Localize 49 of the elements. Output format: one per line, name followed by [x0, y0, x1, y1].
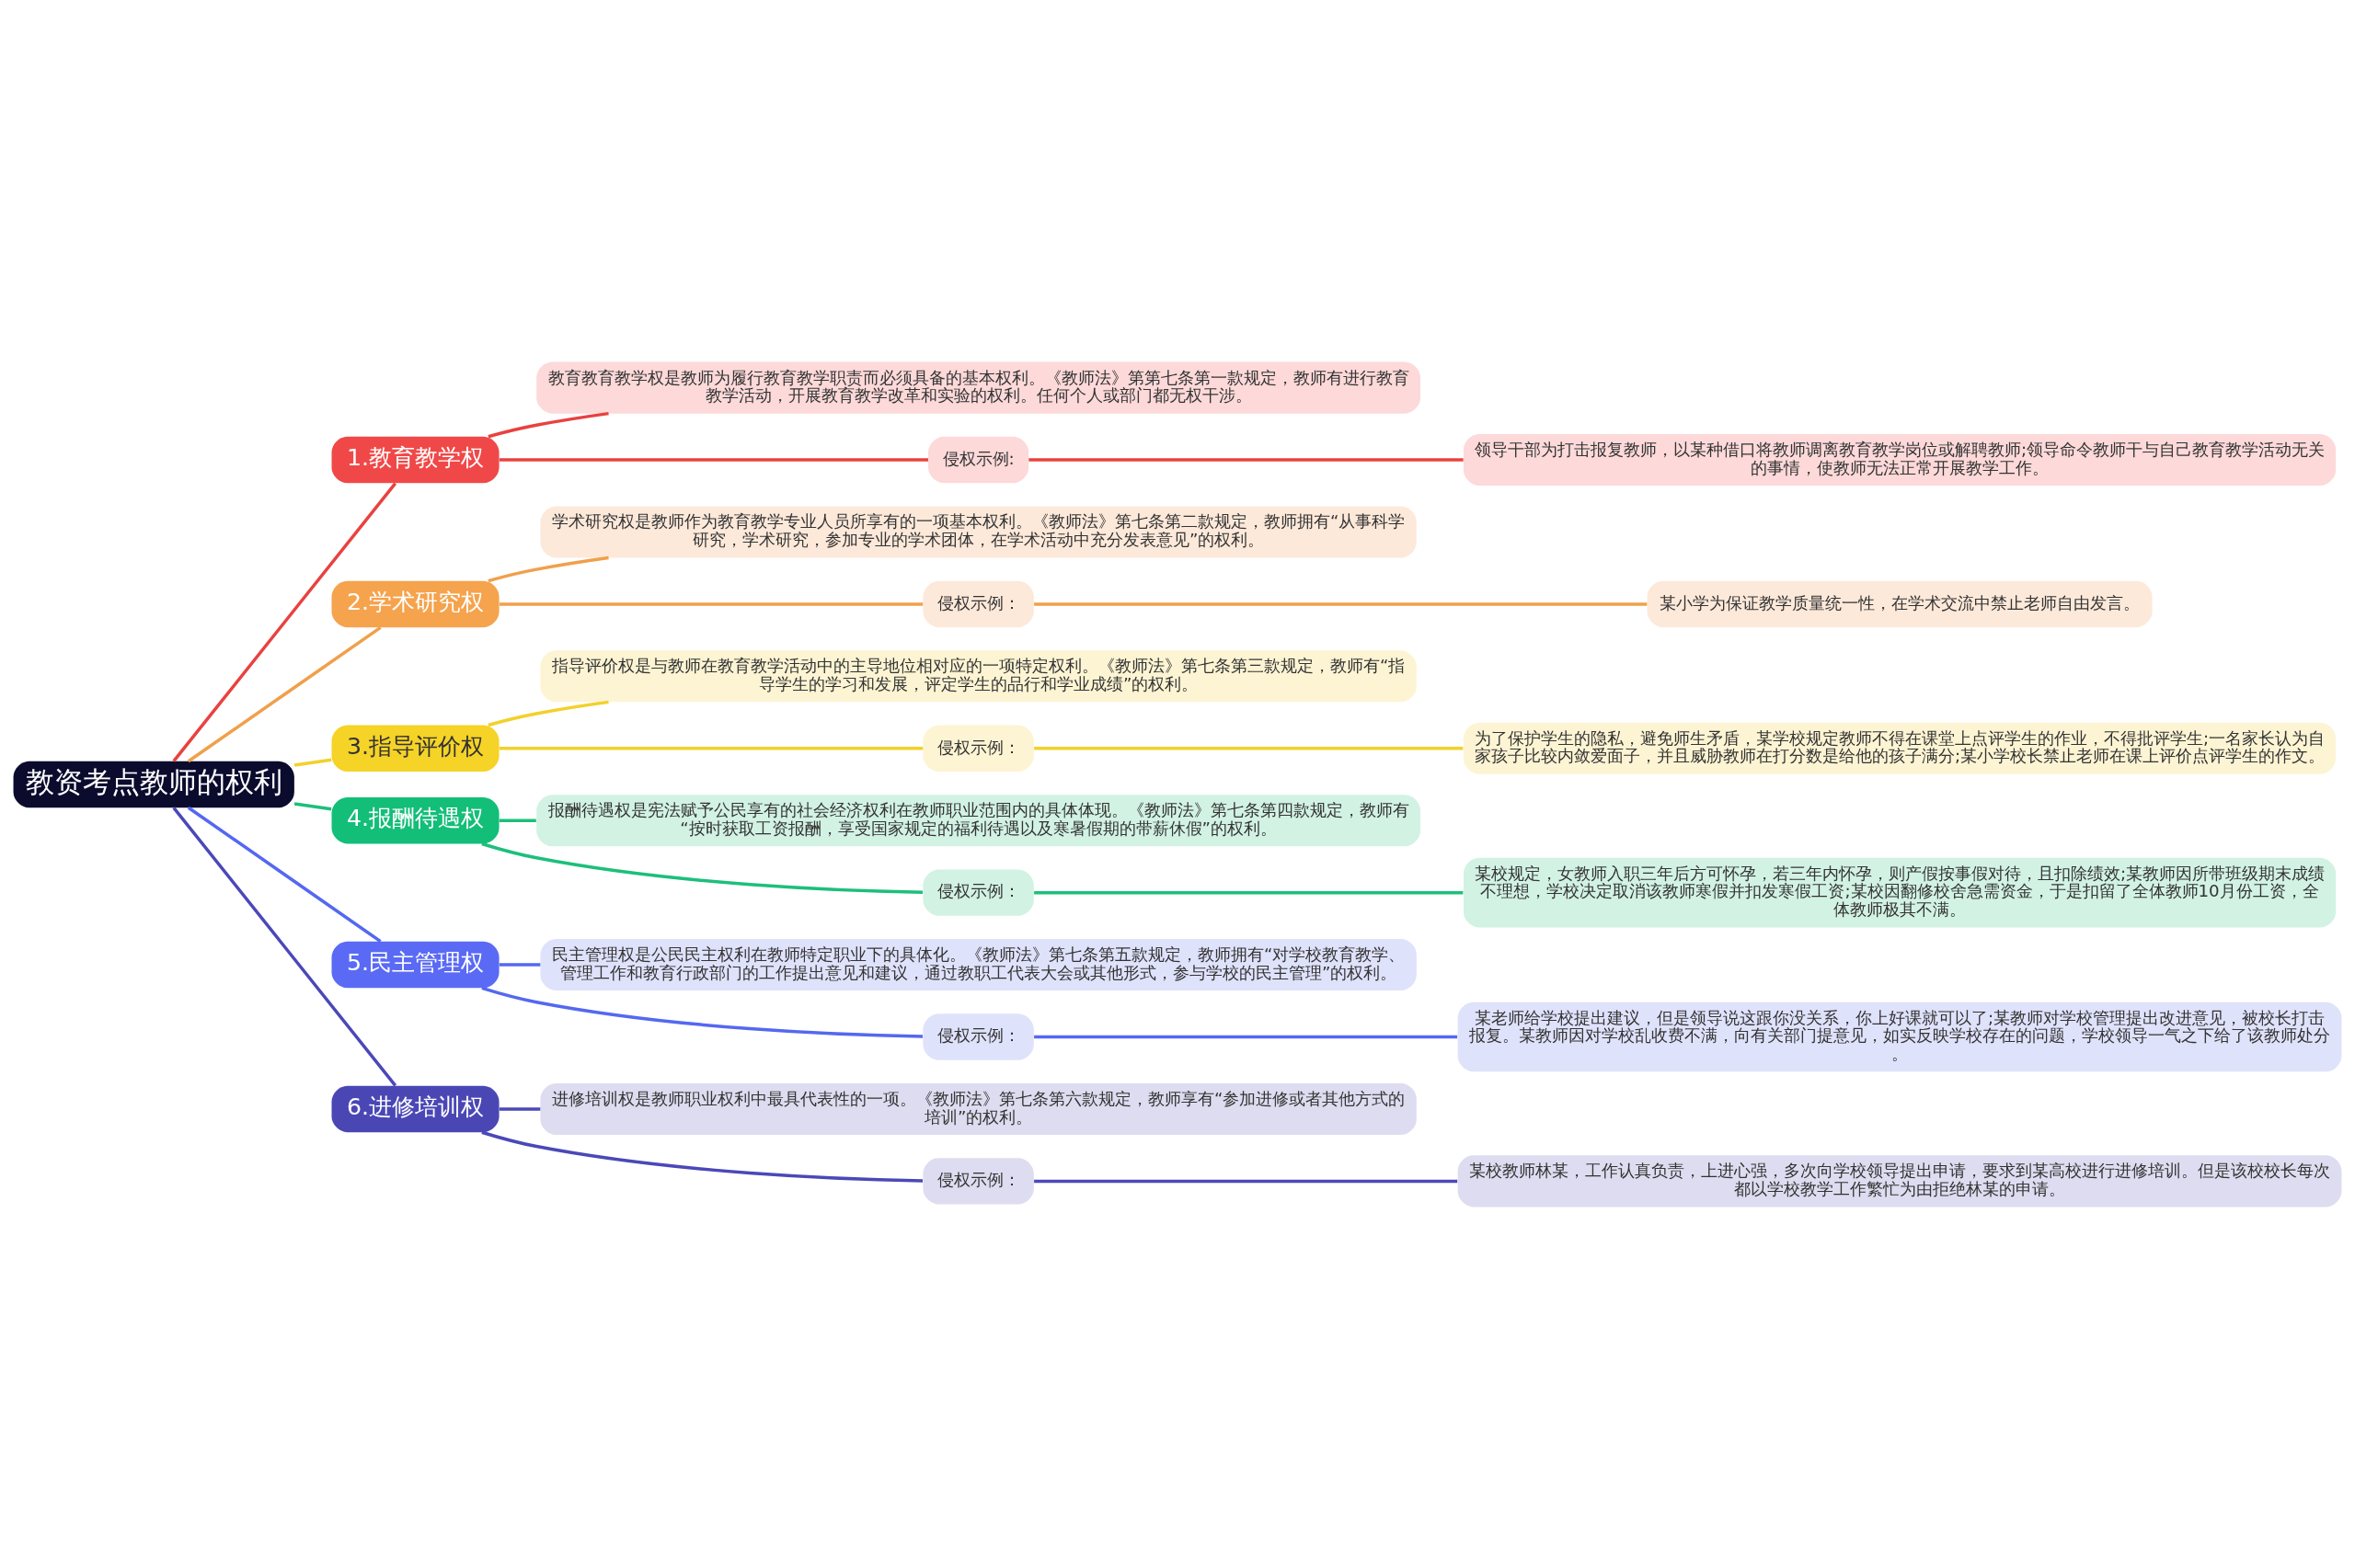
node-box: 某老师给学校提出建议，但是领导说这跟你没关系，你上好课就可以了;某教师对学校管理提出改进意见，被校长打击报复。某教师因对学校乱收费不满，向有关部门提意见，如实反映学校存在的问题，学校领导一气之下给了该教师处分。	[1457, 1001, 2342, 1071]
node-box: 1.教育教学权	[331, 436, 500, 483]
node-box: 3.指导评价权	[331, 725, 500, 772]
connector	[293, 801, 332, 810]
connector	[481, 841, 924, 894]
node-box: 教育教育教学权是教师为履行教育教学职责而必须具备的基本权利。《教师法》第第七条第一款规定，教师有进行教育教学活动，开展教育教学改革和实验的权利。任何个人或部门都无权干涉。	[536, 361, 1420, 414]
connector	[187, 806, 382, 943]
connector	[1034, 1035, 1458, 1038]
connector	[488, 700, 609, 727]
node-box: 领导干部为打击报复教师，以某种借口将教师调离教育教学岗位或解聘教师;领导命令教师干与自己教育教学活动无关的事情，使教师无法正常开展教学工作。	[1463, 433, 2337, 486]
node-box: 4.报酬待遇权	[331, 796, 500, 843]
node-box: 某小学为保证教学质量统一性，在学术交流中禁止老师自由发言。	[1647, 580, 2153, 627]
connector	[1034, 1179, 1458, 1183]
node-box: 侵权示例：	[923, 1013, 1034, 1060]
node-box: 侵权示例：	[923, 868, 1034, 916]
node-box: 某校规定，女教师入职三年后方可怀孕，若三年内怀孕，则产假按事假对待，且扣除绩效;某教师因所带班级期末成绩不理想，学校决定取消该教师寒假并扣发寒假工资;某校因翻修校舍急需资金，于是扣留了全体教师10月份工资，全体教师极其不满。	[1463, 857, 2337, 927]
node-box: 学术研究权是教师作为教育教学专业人员所享有的一项基本权利。《教师法》第七条第二款规定，教师拥有“从事科学研究，学术研究，参加专业的学术团体，在学术活动中充分发表意见”的权利。	[540, 505, 1417, 557]
node-box: 为了保护学生的隐私，避免师生矛盾，某学校规定教师不得在课堂上点评学生的作业，不得批评学生;一名家长认为自家孩子比较内敛爱面子，并且威胁教师在打分数是给他的孩子满分;某小学校长禁止老师在课上评价点评学生的作文。	[1463, 722, 2337, 774]
connector	[499, 601, 924, 606]
node-box: 教资考点教师的权利	[13, 761, 294, 807]
node-box: 报酬待遇权是宪法赋予公民享有的社会经济权利在教师职业范围内的具体体现。《教师法》第七条第四款规定，教师有“按时获取工资报酬，享受国家规定的福利待遇以及寒暑假期的带薪休假”的权利。	[536, 794, 1420, 846]
connector	[187, 625, 382, 762]
node-box: 侵权示例：	[923, 1157, 1034, 1205]
connector	[481, 1130, 924, 1183]
node-box: 6.进修培训权	[331, 1085, 500, 1132]
node-box: 2.学术研究权	[331, 580, 500, 627]
connector	[1034, 890, 1464, 894]
connector	[481, 986, 924, 1038]
connector	[499, 1106, 541, 1111]
connector	[1034, 601, 1648, 606]
connector	[293, 758, 332, 767]
node-box: 侵权示例：	[923, 580, 1034, 627]
node-box: 民主管理权是公民民主权利在教师特定职业下的具体化。《教师法》第七条第五款规定，教师拥有“对学校教育教学、管理工作和教育行政部门的工作提出意见和建议，通过教职工代表大会或其他形式，参与学校的民主管理”的权利。	[540, 938, 1417, 990]
connector	[1034, 746, 1464, 750]
connector	[1028, 457, 1464, 462]
connector	[499, 457, 928, 462]
node-box: 进修培训权是教师职业权利中最具代表性的一项。《教师法》第七条第六款规定，教师享有“参加进修或者其他方式的培训”的权利。	[540, 1082, 1417, 1135]
connector	[499, 818, 536, 822]
node-box: 某校教师林某，工作认真负责，上进心强，多次向学校领导提出申请，要求到某高校进行进修培训。但是该校校长每次都以学校教学工作繁忙为由拒绝林某的申请。	[1457, 1154, 2342, 1207]
connector	[499, 962, 541, 967]
connector	[172, 482, 397, 762]
node-box: 指导评价权是与教师在教育教学活动中的主导地位相对应的一项特定权利。《教师法》第七条第三款规定，教师有“指导学生的学习和发展，评定学生的品行和学业成绩”的权利。	[540, 649, 1417, 702]
connector	[488, 411, 609, 438]
connector	[172, 806, 397, 1086]
node-box: 侵权示例:	[928, 436, 1029, 483]
connector	[499, 746, 924, 750]
node-box: 5.民主管理权	[331, 941, 500, 988]
connector	[488, 555, 609, 582]
node-box: 侵权示例：	[923, 725, 1034, 772]
